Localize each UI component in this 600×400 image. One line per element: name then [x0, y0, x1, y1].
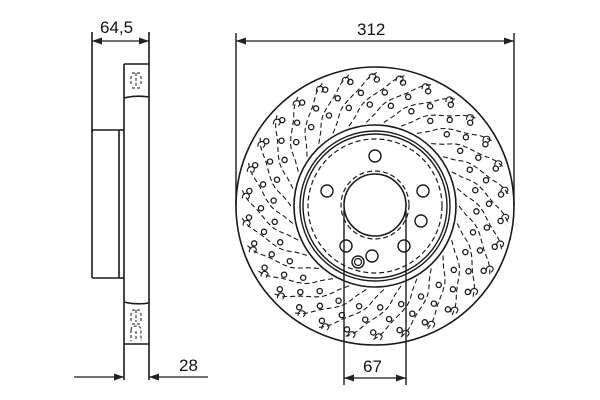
side-view — [74, 32, 208, 381]
bolt-holes — [320, 149, 430, 263]
center-bore-label: 67 — [363, 357, 382, 376]
outer-diameter-label: 312 — [357, 20, 386, 39]
front-view — [235, 33, 515, 385]
overall-width-label: 64,5 — [100, 18, 134, 37]
disc-thickness-label: 28 — [179, 356, 198, 375]
